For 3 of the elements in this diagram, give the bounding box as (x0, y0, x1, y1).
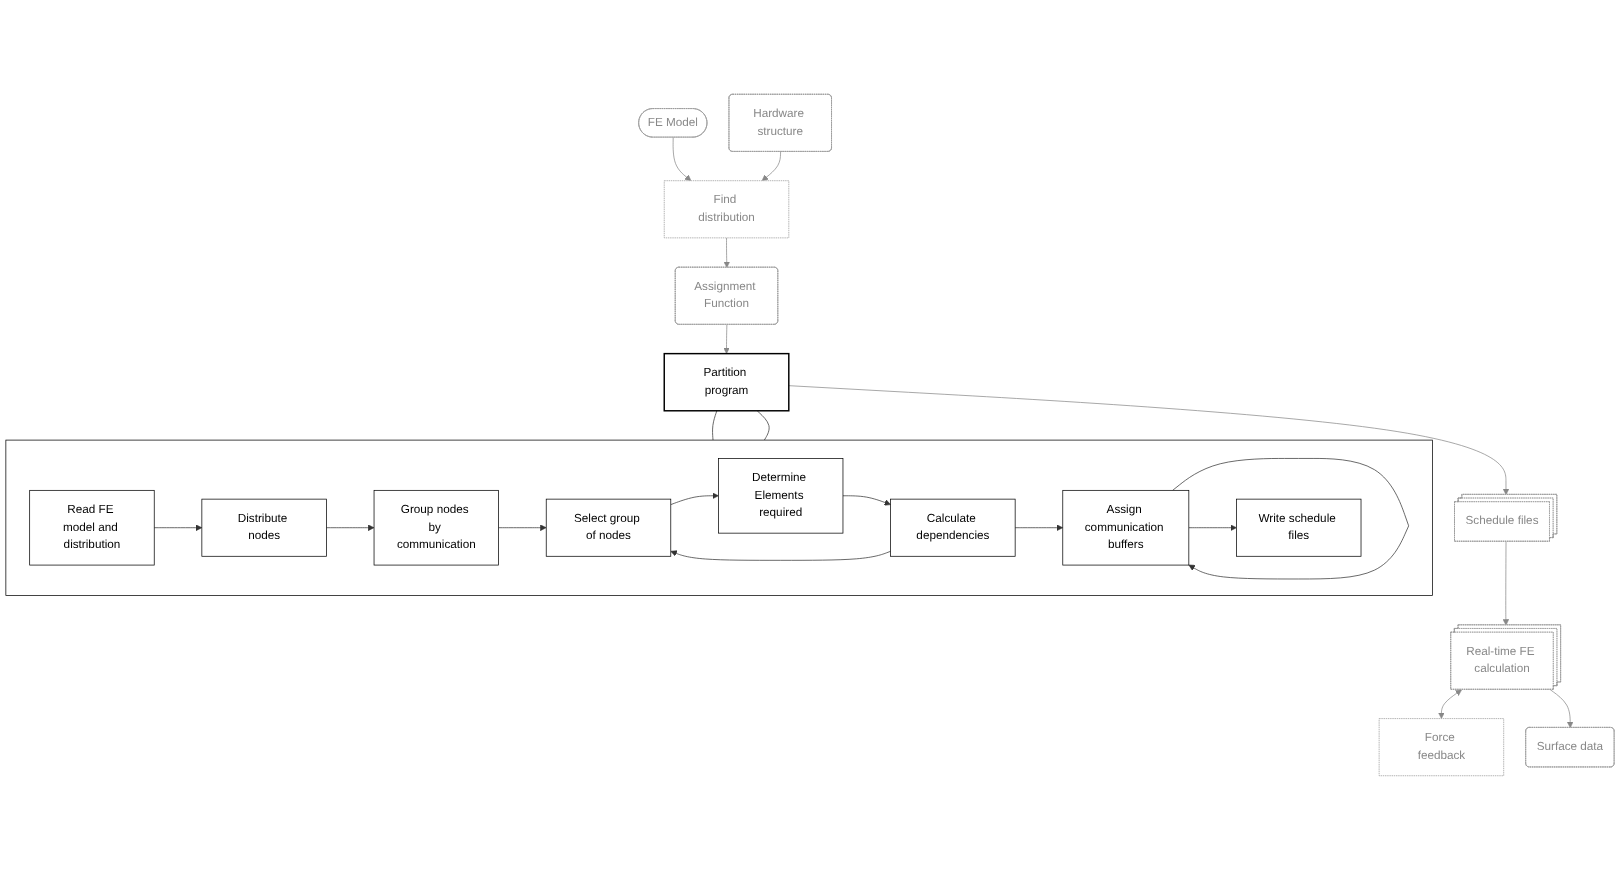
connector (712, 410, 718, 441)
connector (756, 410, 770, 441)
cluster (5, 439, 1433, 596)
